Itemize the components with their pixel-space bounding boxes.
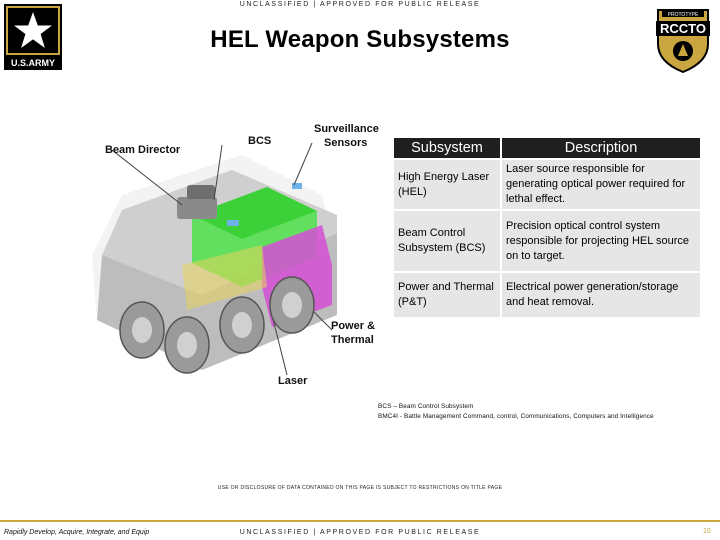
classification-banner-top: UNCLASSIFIED | APPROVED FOR PUBLIC RELEA…: [239, 1, 481, 8]
army-logo-text: U.S.ARMY: [11, 58, 55, 68]
disclosure-notice: USE OR DISCLOSURE OF DATA CONTAINED ON T…: [217, 485, 503, 491]
header-description: Description: [502, 138, 700, 158]
label-bcs: BCS: [248, 135, 272, 147]
rccto-logo: PROTOTYPE RCCTO: [652, 4, 714, 74]
page-title: HEL Weapon Subsystems: [210, 26, 510, 53]
label-power: Power &: [331, 320, 376, 332]
label-beam-director: Beam Director: [105, 144, 181, 156]
army-logo: U.S.ARMY: [4, 4, 62, 70]
table-header-row: Subsystem Description: [394, 138, 700, 158]
header-subsystem: Subsystem: [394, 138, 500, 158]
label-laser: Laser: [278, 375, 308, 387]
subsystem-name: Power and Thermal (P&T): [394, 273, 500, 317]
subsystem-name: Beam Control Subsystem (BCS): [394, 211, 500, 271]
vehicle-diagram: Beam Director BCS Surveillance Sensors P…: [82, 115, 392, 395]
classification-banner-bottom: UNCLASSIFIED | APPROVED FOR PUBLIC RELEA…: [239, 529, 481, 536]
subsystem-description: Laser source responsible for generating …: [502, 160, 700, 209]
note-line: BMC4I - Battle Management Command, contr…: [378, 412, 654, 420]
footer-divider: [0, 520, 720, 522]
svg-text:RCCTO: RCCTO: [660, 21, 706, 36]
note-line: BCS – Beam Control Subsystem: [378, 403, 474, 410]
footer-tagline: Rapidly Develop, Acquire, Integrate, and…: [4, 529, 150, 536]
page-number: 10: [703, 528, 711, 535]
subsystem-description: Electrical power generation/storage and …: [502, 273, 700, 317]
subsystem-name: High Energy Laser (HEL): [394, 160, 500, 209]
label-thermal: Thermal: [331, 334, 374, 346]
star-icon: [14, 12, 52, 48]
subsystem-table: Subsystem Description High Energy Laser …: [392, 136, 702, 319]
label-sensors: Sensors: [324, 137, 368, 149]
table-row: Beam Control Subsystem (BCS) Precision o…: [394, 211, 700, 271]
svg-text:PROTOTYPE: PROTOTYPE: [668, 12, 699, 18]
table-row: Power and Thermal (P&T) Electrical power…: [394, 273, 700, 317]
table-row: High Energy Laser (HEL) Laser source res…: [394, 160, 700, 209]
label-surveillance: Surveillance: [314, 123, 379, 135]
acronym-notes: BCS – Beam Control Subsystem BMC4I - Bat…: [378, 402, 654, 421]
subsystem-description: Precision optical control system respons…: [502, 211, 700, 271]
